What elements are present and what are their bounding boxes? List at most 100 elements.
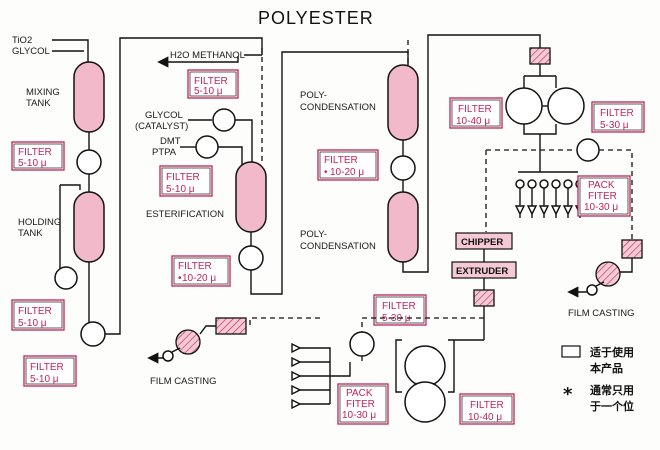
svg-text:FITER: FITER	[346, 399, 375, 410]
filter-f9: FILTER 5-30 μ	[591, 101, 645, 133]
filter-vessel-b	[547, 87, 585, 125]
svg-text:FILTER: FILTER	[458, 104, 492, 115]
label-film-casting-right: FILM CASTING	[568, 308, 635, 319]
svg-text:5-10 μ: 5-10 μ	[18, 318, 47, 329]
die-left	[215, 317, 247, 335]
casting-drum-left	[175, 329, 201, 355]
polycondensation-vessel-1	[387, 64, 419, 141]
svg-text:10-20 μ: 10-20 μ	[330, 167, 364, 178]
svg-text:5-30 μ: 5-30 μ	[600, 120, 629, 131]
holding-tank	[73, 191, 105, 263]
label-glycol: GLYCOL	[12, 46, 50, 57]
spinneret-bank-right	[514, 171, 586, 218]
svg-text:10-40 μ: 10-40 μ	[468, 412, 502, 423]
svg-text:FILTER: FILTER	[600, 108, 634, 119]
filter-vessel-c	[404, 345, 446, 387]
svg-text:10-40 μ: 10-40 μ	[456, 116, 490, 127]
filter-f8: FILTER 10-40 μ	[449, 97, 503, 129]
label-mixing-tank: TANK	[26, 98, 51, 109]
polycondensation-vessel-2	[387, 191, 419, 263]
svg-text:PACK: PACK	[588, 180, 615, 191]
filter-f1: FILTER 5-10 μ	[11, 141, 65, 171]
filter-bank-manifold	[523, 75, 557, 135]
pump-block-bottom	[473, 289, 495, 307]
label-tio2: TiO2	[12, 35, 32, 46]
label-ptpa: PTPA	[152, 147, 177, 158]
svg-text:10-30 μ: 10-30 μ	[342, 410, 376, 421]
svg-text:FILTER: FILTER	[382, 301, 416, 312]
label-film-casting-left: FILM CASTING	[150, 376, 217, 387]
svg-text:5-10 μ: 5-10 μ	[166, 184, 195, 195]
filter-f6: FILTER 10-20 μ •	[171, 255, 231, 287]
label-polycond-2b: CONDENSATION	[300, 241, 376, 252]
svg-text:•: •	[324, 167, 328, 178]
svg-text:FILTER: FILTER	[324, 155, 358, 166]
svg-text:10-30 μ: 10-30 μ	[584, 202, 618, 213]
legend-item1-line1: 适于使用	[590, 345, 634, 359]
catalyst-pump	[212, 108, 236, 132]
dashed-to-left-line	[361, 317, 484, 332]
label-polycond-1a: POLY-	[300, 90, 327, 101]
vent-line	[244, 48, 263, 56]
filter-f11: FILTER 5-30 μ	[373, 294, 427, 326]
esterifier-pump	[238, 245, 264, 271]
filter-f3: FILTER 5-10 μ	[23, 355, 77, 387]
svg-text:FILTER: FILTER	[18, 306, 52, 317]
legend: 适于使用 本产品 * 通常只用 于一个位	[561, 345, 634, 413]
filter-f7: FILTER 10-20 μ •	[317, 149, 379, 181]
svg-text:FILTER: FILTER	[18, 147, 52, 158]
svg-text:FILTER: FILTER	[30, 362, 64, 373]
svg-text:FILTER: FILTER	[178, 261, 212, 272]
filter-f13: FILTER 10-40 μ	[459, 393, 515, 425]
legend-star-symbol: *	[563, 384, 573, 405]
casting-drum-right	[595, 261, 621, 287]
catalyst-to-esterifier	[235, 119, 253, 165]
legend-item2-line1: 通常只用	[590, 383, 634, 397]
pack-pump-left	[349, 331, 375, 357]
label-holding-tank: TANK	[18, 228, 43, 239]
label-chipper: CHIPPER	[461, 237, 503, 248]
dashed-to-film-right	[599, 149, 633, 240]
label-h2o-methanol: H2O METHANOL	[170, 50, 245, 61]
svg-text:FILTER: FILTER	[194, 76, 228, 87]
filter-f10: PACK FITER 10-30 μ	[577, 175, 631, 217]
dmt-pump	[195, 135, 219, 159]
svg-text:PACK: PACK	[346, 388, 373, 399]
pump-2	[54, 266, 78, 290]
film-out-right	[570, 281, 605, 292]
take-up-roll-right	[586, 284, 598, 296]
pump-3	[80, 321, 106, 347]
svg-text:10-20 μ: 10-20 μ	[182, 273, 216, 284]
label-polycond-1b: CONDENSATION	[300, 102, 376, 113]
die-to-casting-right	[620, 258, 633, 273]
filter-f5: FILTER 5-10 μ	[159, 165, 213, 197]
take-up-roll-left	[162, 350, 174, 362]
label-glycol-catalyst-a: GLYCOL	[145, 110, 183, 121]
pump-1	[76, 149, 102, 175]
svg-text:5-10 μ: 5-10 μ	[30, 374, 59, 385]
main-feed-line	[105, 37, 263, 335]
legend-item1-line2: 本产品	[590, 361, 623, 375]
filter-vessel-d	[404, 381, 446, 423]
legend-item2-line2: 于一个位	[590, 399, 634, 413]
pack-pump-right	[576, 138, 600, 162]
filter-vessel-a	[505, 87, 543, 125]
spinneret-bank-left	[291, 342, 351, 410]
legend-swatch-filter	[561, 345, 581, 358]
svg-text:FILTER: FILTER	[470, 400, 504, 411]
svg-text:5-10 μ: 5-10 μ	[194, 86, 223, 97]
dmt-to-esterifier	[218, 146, 243, 165]
esterifier-to-polycond	[250, 51, 409, 295]
svg-text:5-10 μ: 5-10 μ	[18, 158, 47, 169]
film-out-left	[150, 347, 181, 358]
lower-filter-manifold	[395, 339, 484, 393]
filter-f12: PACK FITER 10-30 μ	[337, 383, 389, 425]
label-dmt: DMT	[160, 136, 181, 147]
label-glycol-catalyst-b: (CATALYST)	[135, 121, 188, 132]
label-holding: HOLDING	[18, 217, 61, 228]
svg-text:5-30 μ: 5-30 μ	[382, 313, 411, 324]
label-extruder: EXTRUDER	[456, 266, 508, 277]
tio2-feed-line	[52, 39, 89, 62]
